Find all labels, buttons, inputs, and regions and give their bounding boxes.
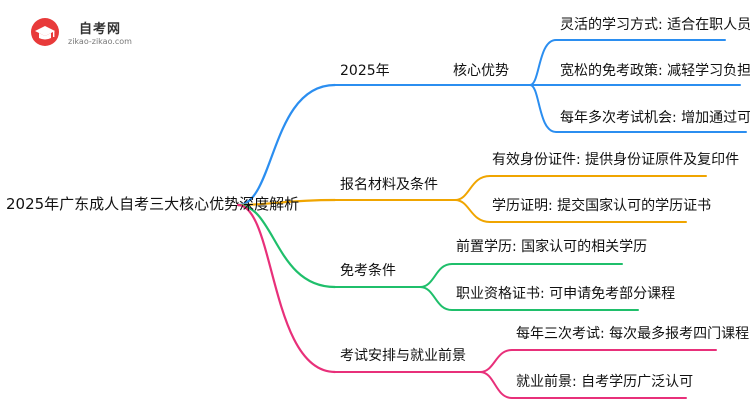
leaf-employment-prospect: 就业前景: 自考学历广泛认可 [516,374,694,390]
root-topic: 2025年广东成人自考三大核心优势深度解析 [6,195,300,213]
branch-connector-exemption [236,203,337,289]
leaf-connector-flexible-study [529,39,726,86]
branch-label-exemption: 免考条件 [340,263,396,279]
branch-label-registration: 报名材料及条件 [340,177,438,193]
leaf-education-proof: 学历证明: 提交国家认可的学历证书 [492,198,712,214]
branch-connector-year [236,83,337,207]
leaf-connector-education-proof [454,199,687,223]
site-logo[interactable]: 自考网 zikao-zikao.com [30,16,140,50]
leaf-professional-cert: 职业资格证书: 可申请免考部分课程 [456,286,676,302]
leaf-prior-education: 前置学历: 国家认可的相关学历 [456,239,648,255]
leaf-id-document: 有效身份证件: 提供身份证原件及复印件 [492,152,740,168]
leaf-flexible-study: 灵活的学习方式: 适合在职人员 [560,17,750,33]
leaf-connector-professional-cert [419,286,639,311]
leaf-multiple-exams: 每年多次考试机会: 增加通过可能性 [560,110,750,126]
leaf-exemption-policy: 宽松的免考政策: 减轻学习负担 [560,63,750,79]
leaf-connector-employment-prospect [479,371,687,399]
leaf-exam-schedule: 每年三次考试: 每次最多报考四门课程 [516,326,750,342]
branch-sublabel-core-advantage: 核心优势 [453,63,509,79]
branch-label-year: 2025年 [340,63,390,79]
branch-connector-registration [236,198,337,207]
leaf-connector-exam-schedule [479,349,717,373]
graduation-cap-icon [31,18,59,46]
logo-title: 自考网 [79,22,122,37]
leaf-connector-id-document [454,175,707,201]
leaf-connector-multiple-exams [529,84,747,133]
branch-connector-exam-employment [236,203,337,374]
branch-label-exam-employment: 考试安排与就业前景 [340,348,466,364]
logo-url: zikao-zikao.com [68,37,132,46]
leaf-connector-prior-education [419,263,623,288]
